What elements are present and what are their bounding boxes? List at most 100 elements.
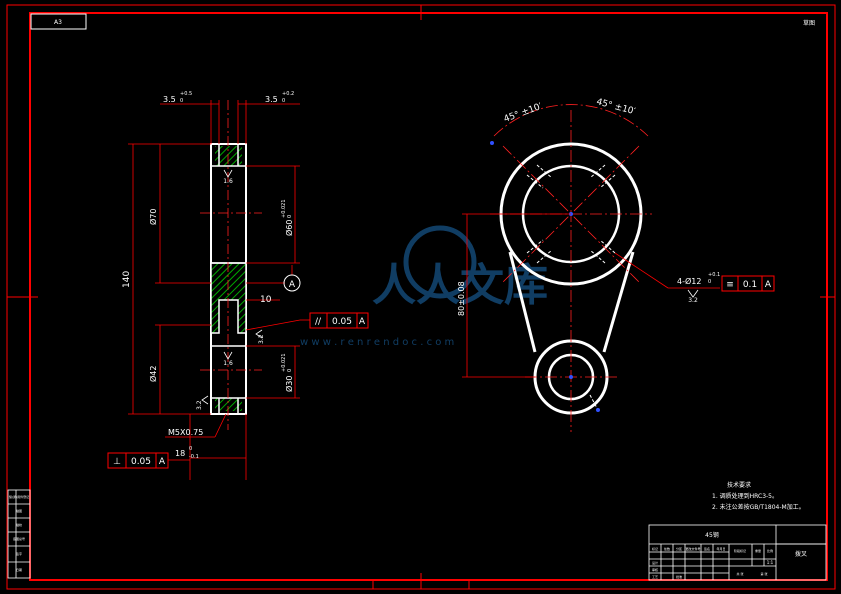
title-cell-8: 审核 [652, 567, 658, 572]
title-block: 45钢 拨叉 标记 处数 分区 更改文件号 签名 年月日 设计 审核 工艺 批准… [648, 524, 827, 581]
roughness-d: 3.2 [258, 334, 265, 344]
hole-marker [596, 408, 600, 412]
watermark: 人人文库 w w w . r e n r e n d o c . c o m [300, 225, 548, 348]
perpendicularity-symbol: ⊥ [113, 457, 121, 467]
title-cell-15: 共 张 [737, 571, 744, 576]
dim-top-right-tol-low: 0 [282, 98, 285, 104]
holes-leader [614, 252, 720, 289]
holes-tol: +0.1 [708, 272, 720, 278]
perpendicularity-datum: A [159, 457, 166, 467]
roughness-a: 1.6 [223, 178, 233, 185]
symmetry-frame: ≡ 0.1 A [721, 275, 775, 292]
margin-cell-6: 日期 [16, 567, 22, 572]
front-view: 45° ±10′ 45° ±10′ 80±0.08 4-Ø12 +0.1 0 3… [457, 97, 775, 432]
title-cell-12: 重量 [755, 548, 761, 553]
margin-cell-3: 描校 [16, 522, 22, 527]
thickness-tol: -0.1 [189, 454, 199, 460]
side-view: 3.5 +0.5 0 3.5 +0.2 0 140 Ø70 Ø42 Ø60 [107, 91, 369, 480]
title-cell-13: 比例 [767, 548, 773, 553]
dim-lower-diameter: Ø42 [148, 366, 158, 382]
hidden-holes [526, 164, 616, 411]
symmetry-symbol: ≡ [726, 280, 734, 290]
dim-lower-bore-tol: +0.021 [281, 353, 287, 372]
thickness-label: 18 [175, 449, 185, 458]
dim-bores [246, 165, 300, 399]
margin-cell-1: 借(通)用件登记 [9, 494, 29, 499]
dim-upper-bore-tol: +0.021 [281, 199, 287, 218]
datum-a-label: A [289, 280, 296, 290]
watermark-url: w w w . r e n r e n d o c . c o m [300, 337, 454, 348]
margin-cell-4: 底图总号 [13, 536, 25, 541]
title-cell-6: 年月日 [716, 546, 725, 551]
holes-roughness-symbol [687, 289, 699, 298]
dim-top-right-tol: +0.2 [282, 91, 294, 97]
dim-top-left-tol: +0.5 [180, 91, 192, 97]
symmetry-datum: A [765, 280, 772, 290]
section-hatch-middle [210, 262, 247, 334]
thread-label: M5X0.75 [168, 428, 203, 437]
dim-upper-bore-tol-low: 0 [287, 215, 293, 218]
left-margin-table: 借(通)用件登记 描图 描校 底图总号 签字 日期 [7, 489, 31, 579]
angle-left: 45° ±10′ [503, 102, 544, 125]
roughness-b: 1.6 [223, 360, 233, 367]
title-cell-1: 标记 [652, 546, 658, 551]
dim-top-left: 3.5 [163, 95, 176, 104]
title-cell-2: 处数 [664, 546, 670, 551]
datum-a: A [246, 265, 301, 292]
section-hatch-top [215, 146, 242, 166]
title-cell-5: 签名 [704, 546, 710, 551]
format-label: A3 [54, 19, 62, 26]
tech-req-item-1: 1. 调质处理到HRC3-5。 [712, 492, 778, 500]
side-view-edges [211, 144, 246, 414]
dim-top-right: 3.5 [265, 95, 278, 104]
sheet-frame [6, 4, 836, 590]
dim-rib-width-label: 10 [260, 295, 272, 305]
parallelism-symbol: // [315, 317, 322, 327]
title-cell-9: 工艺 [652, 574, 658, 579]
dim-lower-bore-tol-low: 0 [287, 369, 293, 372]
dim-top-widths [160, 100, 300, 144]
title-part-name: 拨叉 [795, 550, 807, 558]
title-material: 45钢 [705, 531, 719, 539]
title-cell-3: 分区 [676, 546, 682, 551]
dim-upper-bore: Ø60 [284, 220, 294, 236]
dim-top-left-tol-low: 0 [180, 98, 183, 104]
parallelism-value: 0.05 [332, 317, 352, 327]
dim-thread-thickness [165, 413, 247, 480]
title-cell-14: 1:1 [767, 560, 774, 565]
perpendicularity-frame: ⊥ 0.05 A [107, 452, 190, 469]
dim-upper-diameter: Ø70 [148, 209, 158, 225]
side-view-center-lines [200, 100, 262, 430]
lower-center-mark [569, 375, 573, 379]
center-distance-label: 80±0.08 [457, 281, 466, 316]
holes-roughness: 3.2 [688, 297, 698, 304]
dim-overall-height [128, 143, 211, 415]
title-cell-16: 第 张 [761, 571, 768, 576]
parallelism-frame: // 0.05 A [245, 312, 369, 331]
dim-lower-bore: Ø30 [284, 376, 294, 392]
parallelism-datum: A [359, 317, 366, 327]
dim-height-label: 140 [122, 271, 132, 288]
symmetry-value: 0.1 [743, 280, 757, 290]
thickness-tol-high: 0 [189, 446, 192, 452]
title-cell-11: 阶段标记 [734, 548, 746, 553]
technical-requirements: 技术要求 1. 调质处理到HRC3-5。 2. 未注公差按GB/T1804-M加… [712, 481, 805, 511]
margin-cell-2: 描图 [16, 508, 22, 513]
corner-note: 草图 [803, 19, 815, 27]
tech-req-item-2: 2. 未注公差按GB/T1804-M加工。 [712, 503, 805, 511]
title-cell-7: 设计 [652, 560, 658, 565]
title-cell-10: 批准 [676, 574, 682, 579]
dim-center-distance [462, 213, 571, 378]
section-hatch-bottom [215, 398, 242, 411]
holes-tol-low: 0 [708, 279, 711, 285]
perpendicularity-value: 0.05 [131, 457, 151, 467]
format-label-box: A3 [30, 13, 87, 30]
roughness-c: 3.2 [196, 400, 203, 410]
margin-cell-5: 签字 [16, 551, 22, 556]
title-cell-4: 更改文件号 [685, 546, 700, 551]
roughness-symbols [201, 169, 263, 405]
tech-req-title: 技术要求 [727, 481, 751, 489]
angle-marker-left [490, 141, 494, 145]
holes-label: 4-Ø12 [677, 276, 701, 286]
